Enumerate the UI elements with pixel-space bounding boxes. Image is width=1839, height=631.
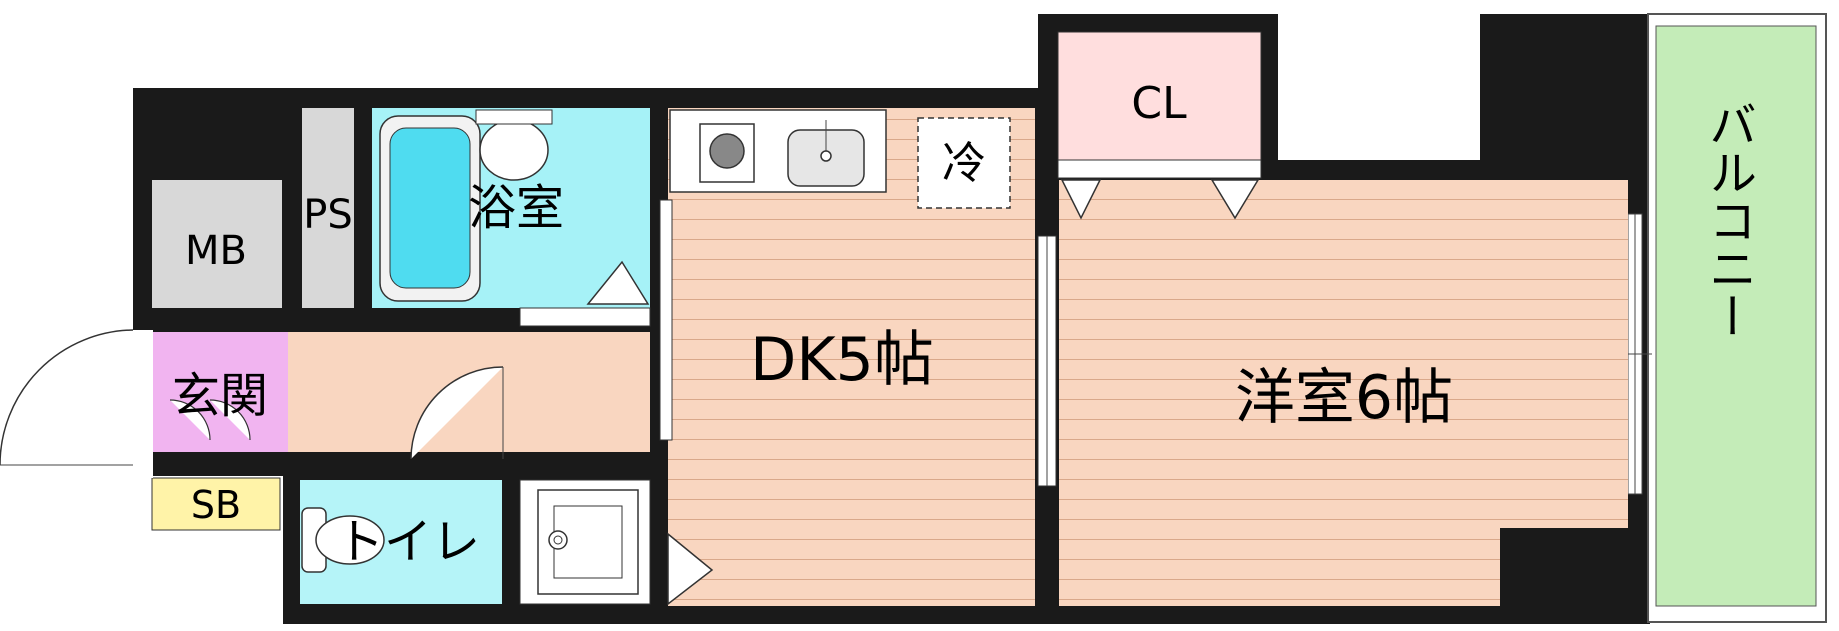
pillar-top-right xyxy=(1480,14,1650,184)
drain-icon xyxy=(548,530,568,550)
stove-burner xyxy=(709,133,745,169)
stove-icon xyxy=(699,123,755,183)
bathtub-basin xyxy=(389,127,471,289)
entrance-inner-door xyxy=(169,399,251,441)
closet xyxy=(1057,31,1262,161)
western-room-pillar xyxy=(1500,528,1628,606)
fridge-space xyxy=(917,117,1011,209)
sink-icon xyxy=(787,120,865,187)
washbasin-bowl xyxy=(479,119,549,181)
label-bath: 浴室 xyxy=(468,180,564,236)
label-ps: PS xyxy=(303,192,353,238)
dk-left-door-frame xyxy=(659,199,673,441)
entrance-door-frame xyxy=(133,330,153,478)
entrance-door xyxy=(0,329,153,478)
pipe-space xyxy=(302,108,354,308)
closet-door-right xyxy=(1210,179,1260,220)
shower-door xyxy=(586,260,650,305)
label-entrance: 玄関 xyxy=(172,368,268,424)
label-shoe-box: SB xyxy=(191,483,241,527)
label-toilet: トイレ xyxy=(336,514,480,570)
dk-door-swing xyxy=(667,532,714,606)
label-western-room: 洋室6帖 xyxy=(1235,363,1453,433)
label-closet: CL xyxy=(1131,78,1187,129)
label-fridge: 冷 xyxy=(942,138,986,189)
meter-box xyxy=(152,180,282,308)
toilet-icon xyxy=(301,507,385,573)
dk-sliding-door-left xyxy=(659,199,673,441)
faucet-head xyxy=(820,150,832,162)
drain-dot xyxy=(553,535,563,545)
bath-threshold xyxy=(519,307,651,327)
entrance xyxy=(152,332,288,452)
label-mb: MB xyxy=(185,228,247,274)
hall-door-swing xyxy=(410,366,504,460)
entrance-door-swing xyxy=(0,329,134,466)
closet-rail xyxy=(1057,159,1262,179)
toilet-bowl xyxy=(315,515,385,565)
balcony xyxy=(1655,25,1817,607)
washing-machine-icon xyxy=(537,489,639,595)
closet-door-left xyxy=(1060,179,1102,220)
washbasin-counter xyxy=(475,109,553,125)
balcony-window xyxy=(1624,213,1652,495)
label-dining-kitchen: DK5帖 xyxy=(750,325,934,395)
label-balcony: バルコニー xyxy=(1700,100,1756,340)
shoe-box xyxy=(151,477,281,531)
